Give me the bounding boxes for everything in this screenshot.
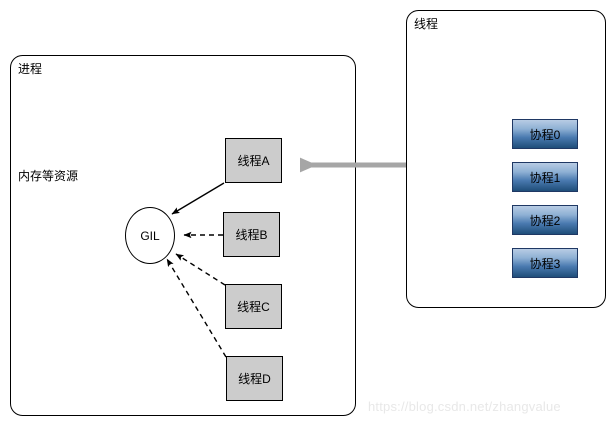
thread-box-c[interactable]: 线程C (225, 284, 282, 329)
link-thread-a-to-gil (171, 182, 225, 215)
coroutine-box-1-label: 协程1 (529, 170, 561, 185)
process-panel-border (10, 55, 356, 416)
watermark: https://blog.csdn.net/zhangvalue (368, 399, 561, 414)
process-panel-label: 进程 (18, 62, 43, 76)
thread-panel-border (406, 10, 606, 308)
gil-node[interactable]: GIL (125, 207, 175, 264)
link-thread-d-to-gil (166, 258, 227, 358)
coroutine-box-2-label: 协程2 (529, 213, 561, 228)
coroutine-box-0-label: 协程0 (529, 127, 561, 142)
thread-box-c-label: 线程C (237, 300, 270, 314)
coroutine-box-1[interactable]: 协程1 (512, 162, 578, 192)
process-resource-label: 内存等资源 (18, 169, 79, 183)
gil-label: GIL (140, 228, 160, 243)
thread-box-d[interactable]: 线程D (226, 356, 283, 401)
link-thread-c-to-gil (175, 253, 226, 286)
thread-panel-label: 线程 (414, 17, 439, 31)
thread-box-b-label: 线程B (235, 228, 268, 242)
thread-box-a-label: 线程A (237, 154, 270, 168)
coroutine-box-0[interactable]: 协程0 (512, 119, 578, 149)
thread-box-b[interactable]: 线程B (223, 212, 280, 257)
thread-box-d-label: 线程D (238, 372, 271, 386)
coroutine-box-2[interactable]: 协程2 (512, 205, 578, 235)
thread-box-a[interactable]: 线程A (225, 138, 282, 183)
coroutine-box-3-label: 协程3 (529, 256, 561, 271)
coroutine-box-3[interactable]: 协程3 (512, 248, 578, 278)
